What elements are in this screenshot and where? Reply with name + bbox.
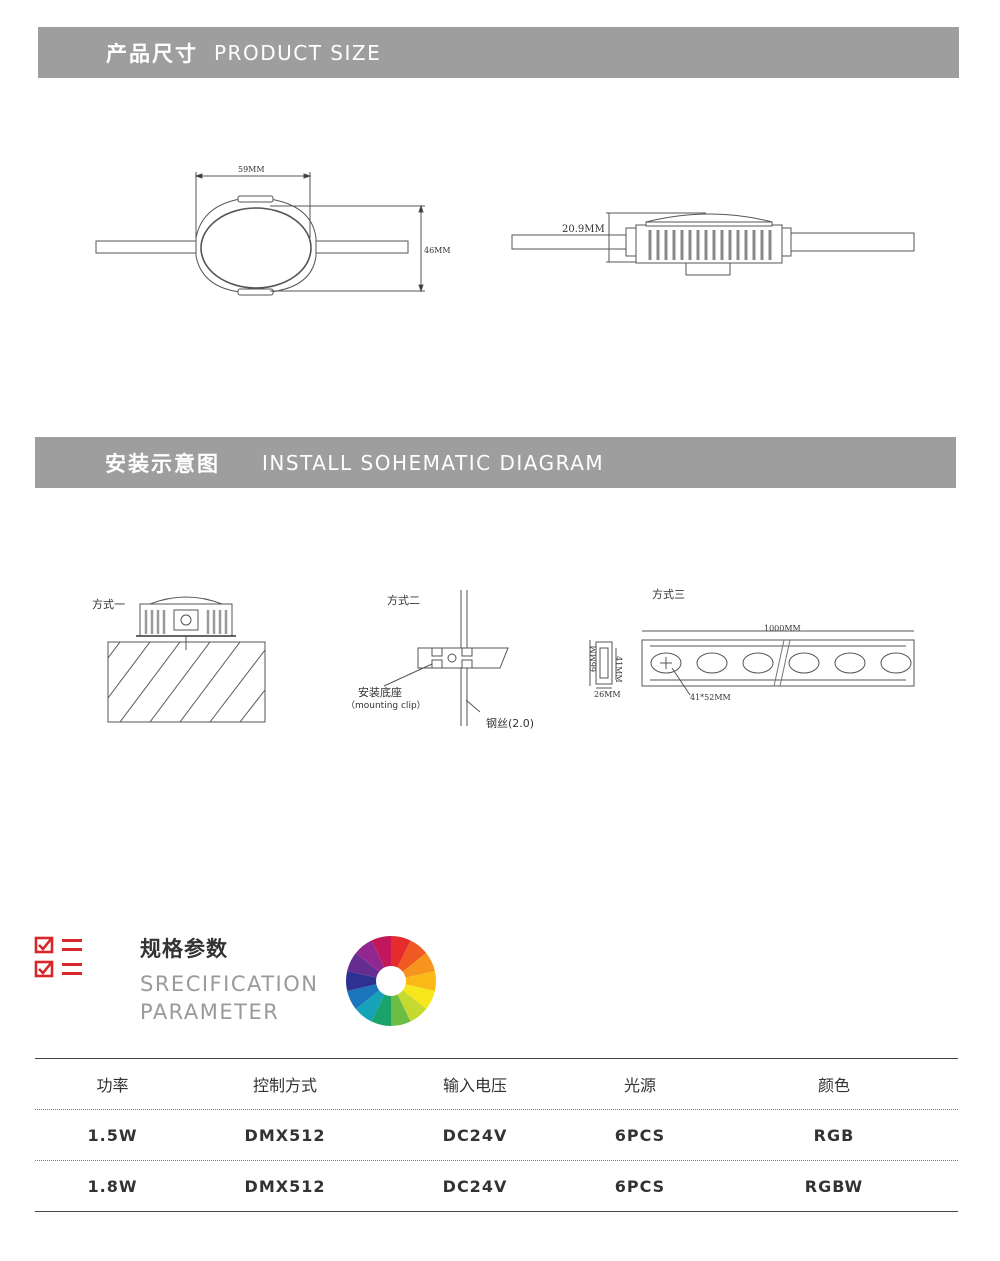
method-1-label: 方式一: [92, 597, 125, 611]
mount-clip-label-en: （mounting clip）: [346, 700, 426, 711]
header-voltage: 输入电压: [442, 1076, 507, 1095]
dim-height-label: 46MM: [424, 246, 451, 255]
checklist-icon: [34, 936, 82, 978]
header-power: 功率: [96, 1076, 129, 1095]
dim-depth-label: 20.9MM: [562, 224, 605, 235]
wire-label: 钢丝(2.0): [486, 717, 534, 730]
cell-voltage: DC24V: [442, 1176, 508, 1196]
install-method-1: 方式一: [92, 596, 266, 723]
header-color: 颜色: [817, 1076, 850, 1095]
header-control: 控制方式: [252, 1076, 317, 1095]
color-wheel-segment: [391, 970, 436, 992]
install-title-en: INSTALL SOHEMATIC DIAGRAM: [262, 450, 605, 475]
spec-table: 功率 控制方式 输入电压 光源 颜色 1.5W DMX512 DC24V 6PC…: [35, 1058, 958, 1212]
cell-voltage: DC24V: [442, 1125, 508, 1145]
mount-clip-label-cn: 安装底座: [358, 685, 402, 699]
install-method-2: 方式二 安装底座 （mounting clip） 钢丝(2.0): [346, 590, 534, 730]
cell-light-source: 6PCS: [614, 1125, 666, 1145]
dim-width-label: 59MM: [238, 165, 265, 174]
spec-title-en-line1: SRECIFICATION: [140, 972, 319, 996]
cell-control: DMX512: [244, 1176, 326, 1196]
method-3-label: 方式三: [652, 587, 685, 601]
dim-hole-label: 41*52MM: [690, 693, 731, 702]
color-wheel-icon: [346, 936, 436, 1026]
install-method-3: 方式三 1000MM 66MM 41MM 26MM 41*52MM: [589, 587, 915, 702]
table-row: 1.8W DMX512 DC24V 6PCS RGBW: [35, 1160, 958, 1211]
dim-length-label: 1000MM: [764, 624, 801, 633]
method-2-label: 方式二: [387, 593, 420, 607]
install-banner: 安装示意图 INSTALL SOHEMATIC DIAGRAM: [35, 437, 956, 488]
heatsink-fins: [648, 230, 772, 260]
spec-title-cn: 规格参数: [140, 937, 228, 961]
header-light-source: 光源: [623, 1076, 656, 1095]
cell-color: RGB: [813, 1125, 855, 1145]
cell-power: 1.8W: [87, 1176, 138, 1196]
cell-control: DMX512: [244, 1125, 326, 1145]
table-header-row: 功率 控制方式 输入电压 光源 颜色: [35, 1059, 958, 1109]
table-row: 1.5W DMX512 DC24V 6PCS RGB: [35, 1109, 958, 1160]
color-wheel-segment: [346, 970, 391, 992]
cell-light-source: 6PCS: [614, 1176, 666, 1196]
dim-26-label: 26MM: [594, 690, 621, 699]
dim-41-label: 41MM: [614, 656, 623, 683]
cell-color: RGBW: [804, 1176, 864, 1196]
spec-title-en-line2: PARAMETER: [140, 1000, 280, 1024]
product-front-view: 59MM 46MM: [95, 165, 451, 296]
dim-66-label: 66MM: [589, 645, 598, 672]
product-size-title-cn: 产品尺寸: [106, 41, 198, 66]
product-size-title-en: PRODUCT SIZE: [214, 40, 382, 65]
install-title-cn: 安装示意图: [105, 451, 220, 476]
product-side-view: 20.9MM: [511, 212, 915, 276]
cell-power: 1.5W: [87, 1125, 138, 1145]
product-size-banner: 产品尺寸 PRODUCT SIZE: [38, 27, 959, 78]
